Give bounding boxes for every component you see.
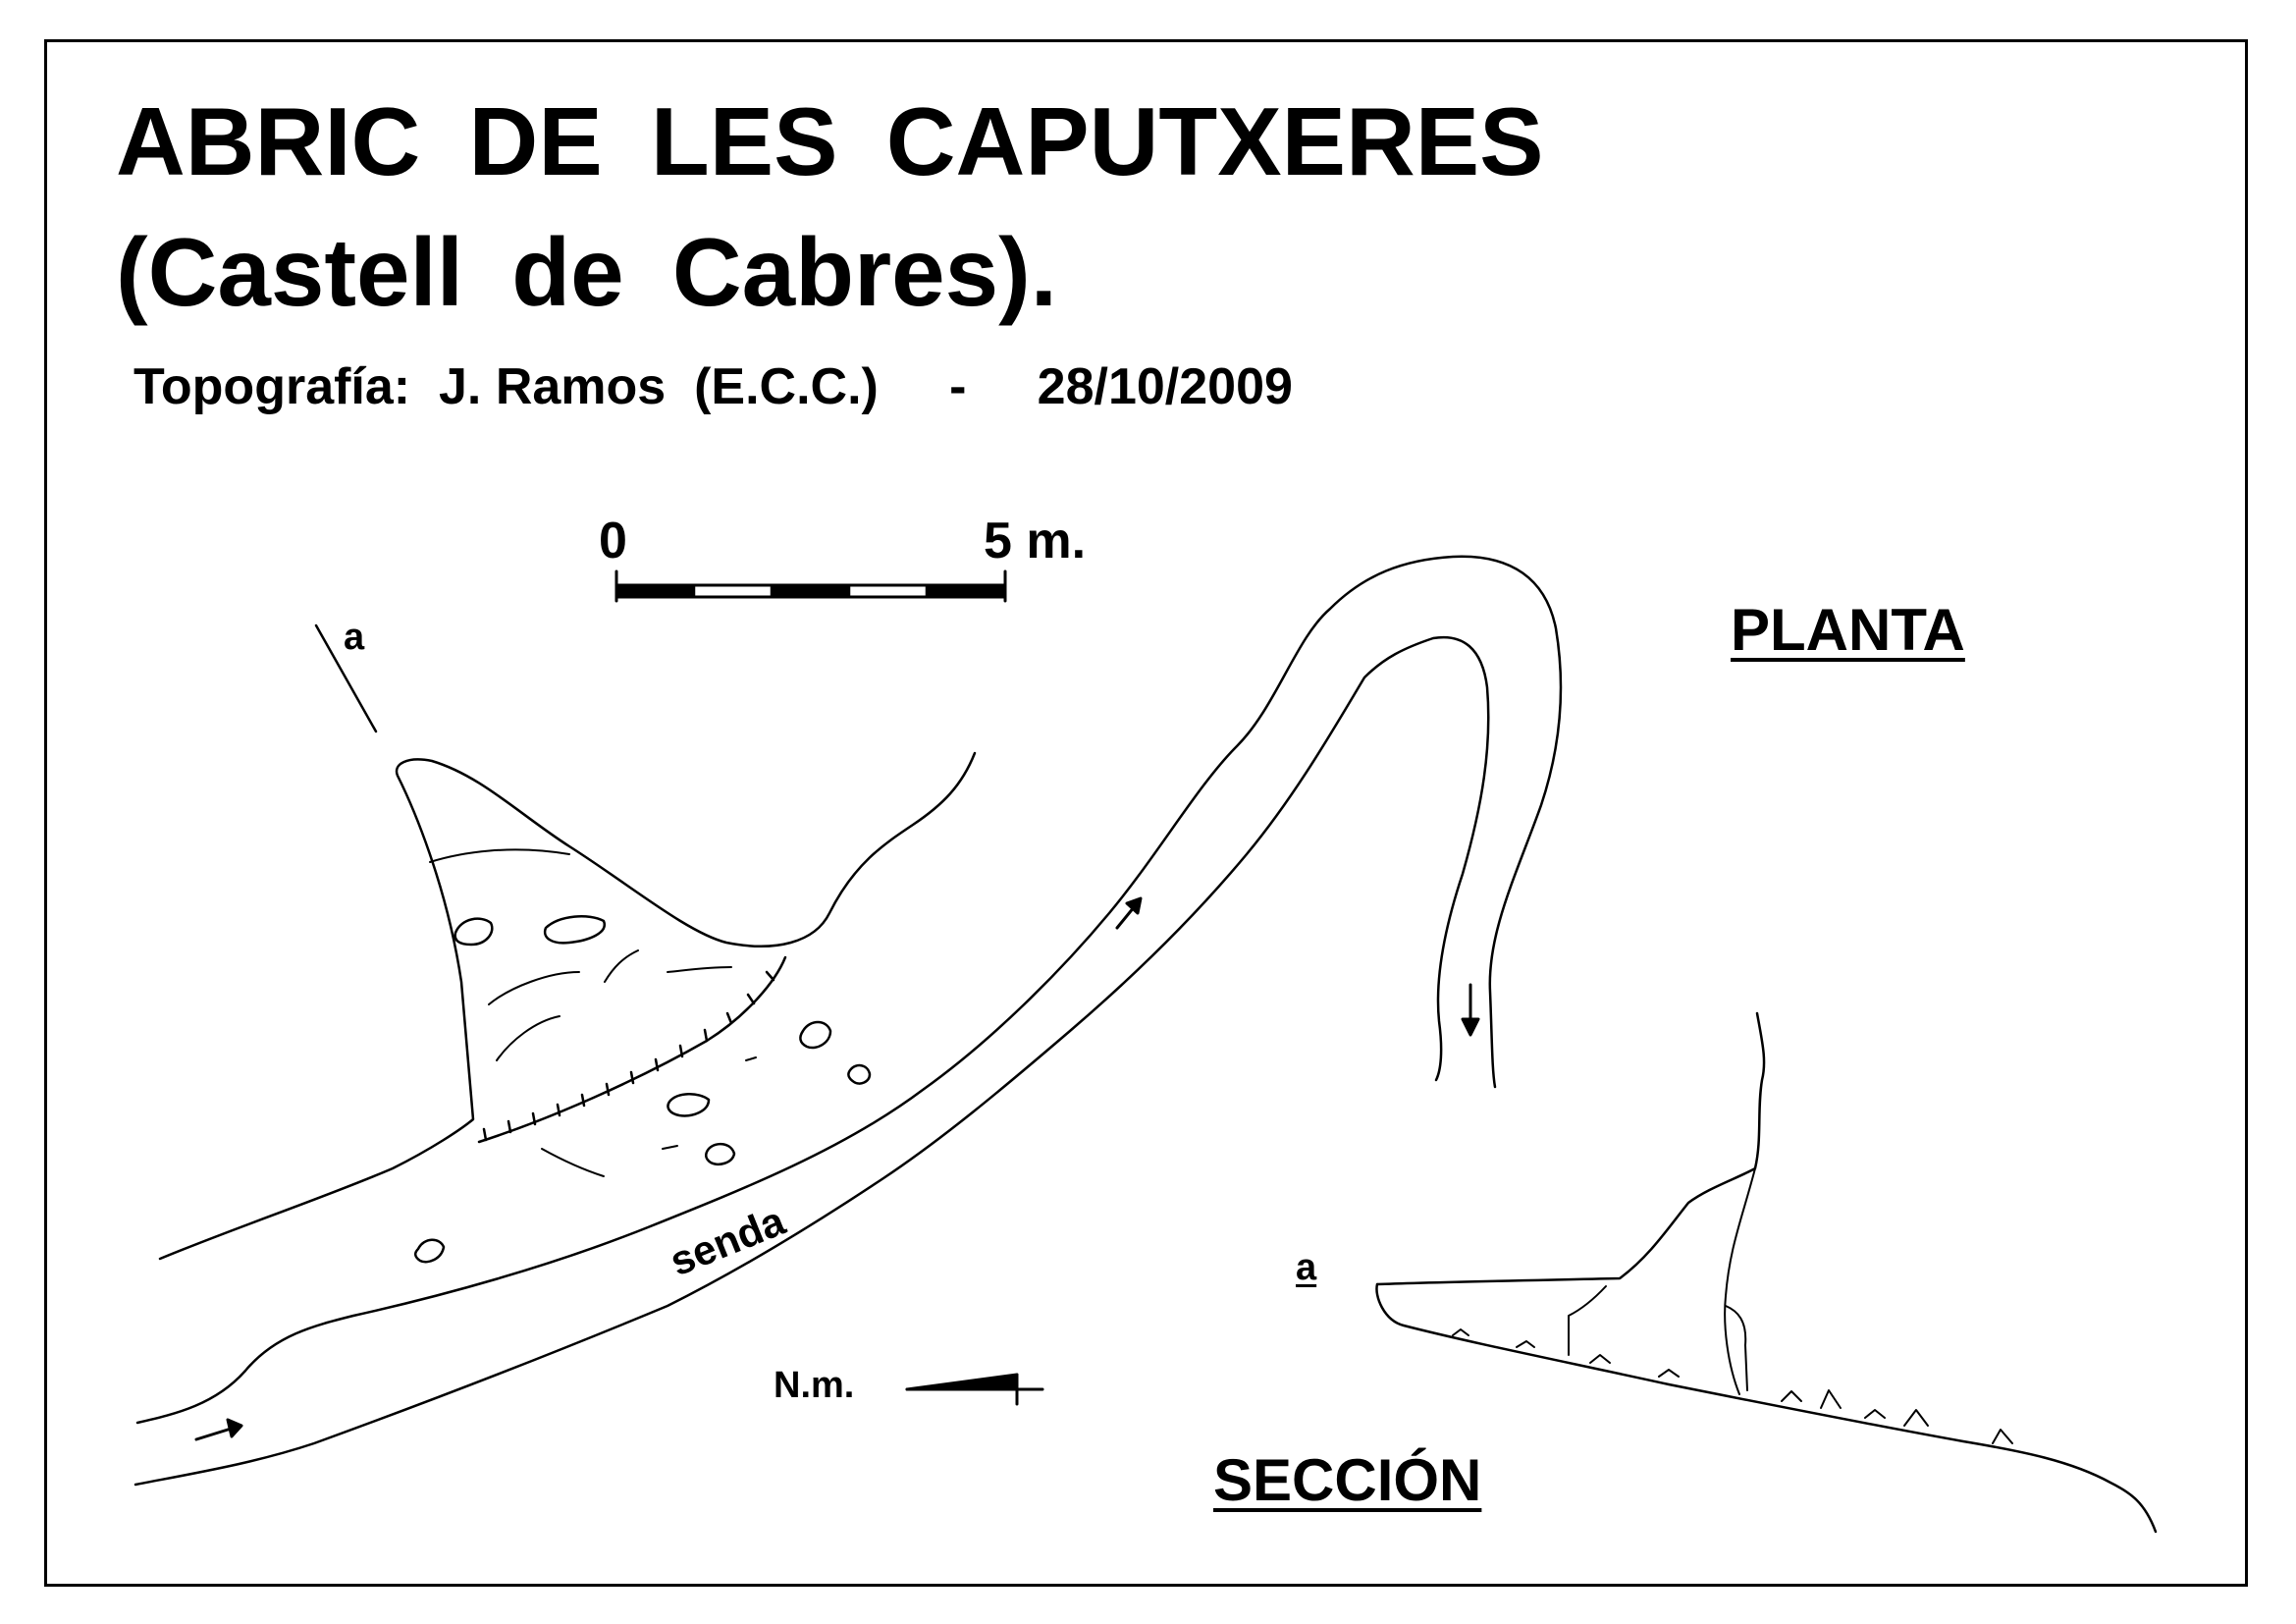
map-subtitle: (Castell de Cabres). xyxy=(116,218,1057,326)
magnetic-north-arrow-icon xyxy=(905,1373,1044,1406)
section-line-mark-plan: a xyxy=(344,617,365,658)
plan-boulders xyxy=(414,915,872,1264)
plan-floor-details xyxy=(429,848,757,1177)
plan-view-label: PLANTA xyxy=(1731,597,1965,663)
scale-bar-end-label: 5 m. xyxy=(984,513,1087,569)
map-title: ABRIC DE LES CAPUTXERES xyxy=(116,87,1544,195)
north-label: N.m. xyxy=(774,1365,855,1406)
plan-slope-hachure xyxy=(477,955,787,1144)
path-direction-arrows xyxy=(194,896,1480,1441)
section-profile xyxy=(1375,1011,2158,1534)
scale-bar-start-label: 0 xyxy=(599,513,627,569)
scale-bar xyxy=(614,569,1007,603)
section-cut-line xyxy=(314,623,378,733)
plan-path-lower-edge xyxy=(133,635,1490,1487)
survey-credits: Topografía: J. Ramos (E.C.C.) - 28/10/20… xyxy=(133,358,1293,415)
section-view-label: SECCIÓN xyxy=(1213,1447,1482,1513)
plan-upper-boundary xyxy=(158,751,977,1261)
map-frame xyxy=(44,39,2248,1587)
section-line-mark-section: a xyxy=(1296,1247,1317,1288)
plan-path-upper-edge xyxy=(135,555,1563,1425)
path-label-senda: senda xyxy=(664,1197,792,1284)
